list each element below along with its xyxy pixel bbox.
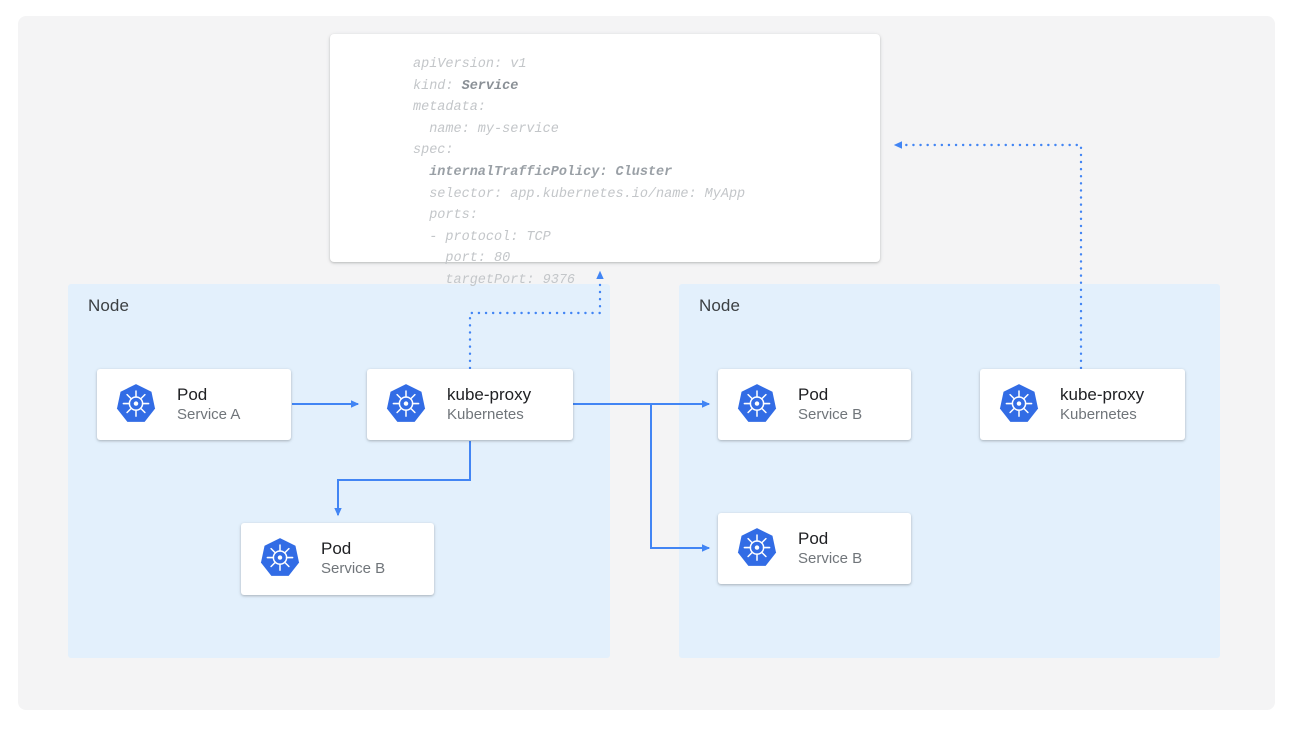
yaml-line-spec: spec: <box>413 143 454 159</box>
service-manifest-panel: apiVersion: v1 kind: Service metadata: n… <box>330 34 880 288</box>
card-title: Pod <box>321 539 352 559</box>
yaml-line-apiversion: apiVersion: v1 <box>413 57 527 72</box>
kubernetes-icon <box>116 383 156 422</box>
card-title: Pod <box>798 528 829 548</box>
card-title: Pod <box>798 384 829 404</box>
yaml-line-metadata: metadata: <box>413 100 486 116</box>
kubernetes-icon <box>999 383 1039 422</box>
yaml-line-name: name: my-service <box>413 121 559 137</box>
card-subtitle: Kubernetes <box>1060 405 1137 423</box>
card-subtitle: Service A <box>177 405 241 423</box>
card-pod-service-b-local[interactable]: Pod Service B <box>241 523 434 595</box>
node-group-right: Node <box>679 284 1220 658</box>
yaml-line-targetport: targetPort: 9376 <box>413 272 576 288</box>
yaml-line-kind: kind: <box>413 78 462 94</box>
kubernetes-icon <box>386 383 426 422</box>
kubernetes-icon <box>737 527 777 566</box>
yaml-line-selector: selector: app.kubernetes.io/name: MyApp <box>413 186 746 202</box>
card-pod-service-a[interactable]: Pod Service A <box>97 369 291 440</box>
node-group-left: Node <box>68 284 610 658</box>
card-subtitle: Kubernetes <box>447 405 524 423</box>
yaml-line-ports: ports: <box>413 208 478 224</box>
card-subtitle: Service B <box>798 405 863 423</box>
yaml-line-internaltrafficpolicy: internalTrafficPolicy: Cluster <box>413 164 673 180</box>
yaml-value-kind: Service <box>461 78 519 94</box>
node-label-left: Node <box>88 296 130 315</box>
card-title: kube-proxy <box>447 384 532 404</box>
card-pod-service-b-remote-top[interactable]: Pod Service B <box>718 369 911 440</box>
card-title: Pod <box>177 384 208 404</box>
card-title: kube-proxy <box>1060 384 1145 404</box>
yaml-line-protocol: - protocol: TCP <box>413 229 551 245</box>
kubernetes-icon <box>737 383 777 422</box>
card-pod-service-b-remote-bottom[interactable]: Pod Service B <box>718 513 911 584</box>
node-label-right: Node <box>699 296 741 315</box>
service-manifest-code: apiVersion: v1 kind: Service metadata: n… <box>413 54 745 292</box>
card-subtitle: Service B <box>798 549 863 567</box>
kubernetes-icon <box>260 538 300 576</box>
card-kube-proxy-left[interactable]: kube-proxy Kubernetes <box>367 369 573 440</box>
card-subtitle: Service B <box>321 560 386 578</box>
yaml-line-port: port: 80 <box>413 251 511 267</box>
card-kube-proxy-right[interactable]: kube-proxy Kubernetes <box>980 369 1185 440</box>
